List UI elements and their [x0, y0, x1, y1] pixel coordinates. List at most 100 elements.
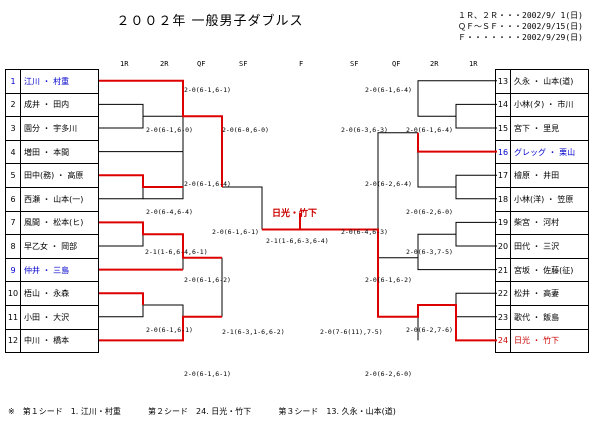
bracket-line — [99, 174, 144, 200]
seed-note-3: 第３シード 13. 久永・山本(道) — [278, 407, 396, 416]
winner-path — [99, 174, 183, 188]
schedule-line: ＱＦ～ＳＦ・・・2002/9/15(日) — [458, 22, 583, 31]
entry-pair-name: 成井 ・ 田内 — [20, 92, 99, 118]
score-r-1r-18: 2-0(6-2,6-0) — [406, 208, 453, 216]
bracket-line — [99, 292, 144, 318]
entry-pair-name: 早乙女 ・ 岡部 — [20, 234, 99, 259]
round-label-final: F — [299, 60, 304, 68]
winner-path — [338, 228, 497, 342]
round-label-1r-right: 1R — [469, 60, 478, 68]
score-l-1r-1011: 2-0(6-1,6-1) — [146, 326, 193, 334]
round-label-2r-right: 2R — [430, 60, 439, 68]
bracket-line — [222, 186, 263, 230]
score-r-1r-1718: 2-0(6-2,6-4) — [365, 180, 412, 188]
score-l-1r-6: 2-0(6-4,6-4) — [146, 208, 193, 216]
seed-note: ※ 第１シード 1. 江川・村重 第２シード 24. 日光・竹下 第３シード 1… — [8, 406, 396, 417]
bracket-line — [99, 304, 184, 341]
entry-pair-name: 風間 ・ 松本(ヒ) — [20, 210, 99, 236]
entry-pair-name: 久永 ・ 山本(道) — [510, 69, 589, 94]
entry-pair-name: グレッグ ・ 栗山 — [510, 139, 589, 165]
round-label-2r-left: 2R — [160, 60, 169, 68]
round-label-sf-left: SF — [239, 60, 248, 68]
winner-path — [99, 221, 222, 259]
score-l-qf-top: 2-0(6-0,6-0) — [222, 126, 269, 134]
entry-pair-name: 田中(務) ・ 高原 — [20, 163, 99, 188]
entry-pair-name: 日光 ・ 竹下 — [510, 328, 589, 354]
round-label-sf-right: SF — [350, 60, 359, 68]
score-l-1r-56: 2-0(6-1,6-4) — [184, 180, 231, 188]
entry-pair-name: 松井 ・ 高妻 — [510, 281, 589, 306]
entry-pair-name: 梧山 ・ 永森 — [20, 281, 99, 306]
score-l-1r-12: 2-0(6-1,6-1) — [184, 370, 231, 378]
bracket-line — [417, 151, 456, 188]
seed-note-1: ※ 第１シード 1. 江川・村重 — [8, 407, 121, 416]
score-r-qf-bot: 2-0(7-6(11),7-5) — [320, 328, 383, 336]
score-l-1r-top: 2-0(6-1,6-1) — [184, 86, 231, 94]
entry-pair-name: 田代 ・ 三沢 — [510, 234, 589, 259]
round-label-1r-left: 1R — [120, 60, 129, 68]
bracket-line — [455, 174, 497, 200]
entry-pair-name: 園分 ・ 宇多川 — [20, 116, 99, 141]
schedule-line: １Ｒ、２Ｒ・・・2002/9/ 1(日) — [458, 11, 583, 20]
winner-path — [99, 292, 144, 305]
score-r-1r-2223: 2-0(6-2,7-6) — [406, 326, 453, 334]
entry-pair-name: 西瀬 ・ 山本(一) — [20, 186, 99, 212]
entry-number: 2 — [5, 92, 21, 118]
round-label-qf-right: QF — [392, 60, 401, 68]
winner-path — [99, 79, 223, 187]
score-r-1r-24: 2-0(6-2,6-0) — [365, 370, 412, 378]
bracket-line — [143, 151, 184, 200]
score-r-1r-1920: 2-0(6-3,7-5) — [406, 248, 453, 256]
entry-pair-name: 歌代 ・ 飯島 — [510, 304, 589, 330]
score-r-1r-1314: 2-0(6-1,6-4) — [365, 86, 412, 94]
entry-pair-name: 宮坂 ・ 佐藤(征) — [510, 257, 589, 283]
schedule: １Ｒ、２Ｒ・・・2002/9/ 1(日) ＱＦ～ＳＦ・・・2002/9/15(日… — [458, 10, 583, 43]
entry-pair-name: 江川 ・ 村重 — [20, 69, 99, 94]
score-final: 2-1(1-6,6-3,6-4) — [266, 237, 329, 245]
score-r-2r-15: 2-0(6-1,6-4) — [406, 126, 453, 134]
bracket-line — [455, 221, 497, 247]
bracket-line — [417, 233, 497, 271]
bracket-line — [455, 103, 497, 129]
entry-pair-name: 宮下 ・ 里見 — [510, 116, 589, 141]
score-r-sf: 2-0(6-4,6-3) — [341, 228, 388, 236]
bracket-line — [99, 221, 144, 247]
score-r-qf-top: 2-0(6-3,6-3) — [341, 126, 388, 134]
entry-pair-name: 小林(タ) ・ 市川 — [510, 92, 589, 118]
score-l-qf-bot: 2-1(6-3,1-6,6-2) — [222, 328, 285, 336]
score-l-1r-23: 2-0(6-1,6-0) — [146, 126, 193, 134]
seed-note-2: 第２シード 24. 日光・竹下 — [147, 407, 252, 416]
bracket-line — [99, 103, 144, 129]
score-l-1r-78: 2-1(1-6,6-4,6-1) — [145, 248, 208, 256]
entry-pair-name: 仲井 ・ 三島 — [20, 257, 99, 283]
entry-pair-name: 小田 ・ 大沢 — [20, 304, 99, 330]
champion-label: 日光・竹下 — [272, 209, 318, 219]
bracket-line — [417, 304, 456, 341]
bracket-line — [417, 80, 497, 117]
round-label-qf-left: QF — [197, 60, 206, 68]
schedule-line: Ｆ・・・・・・・2002/9/29(日) — [458, 33, 583, 42]
